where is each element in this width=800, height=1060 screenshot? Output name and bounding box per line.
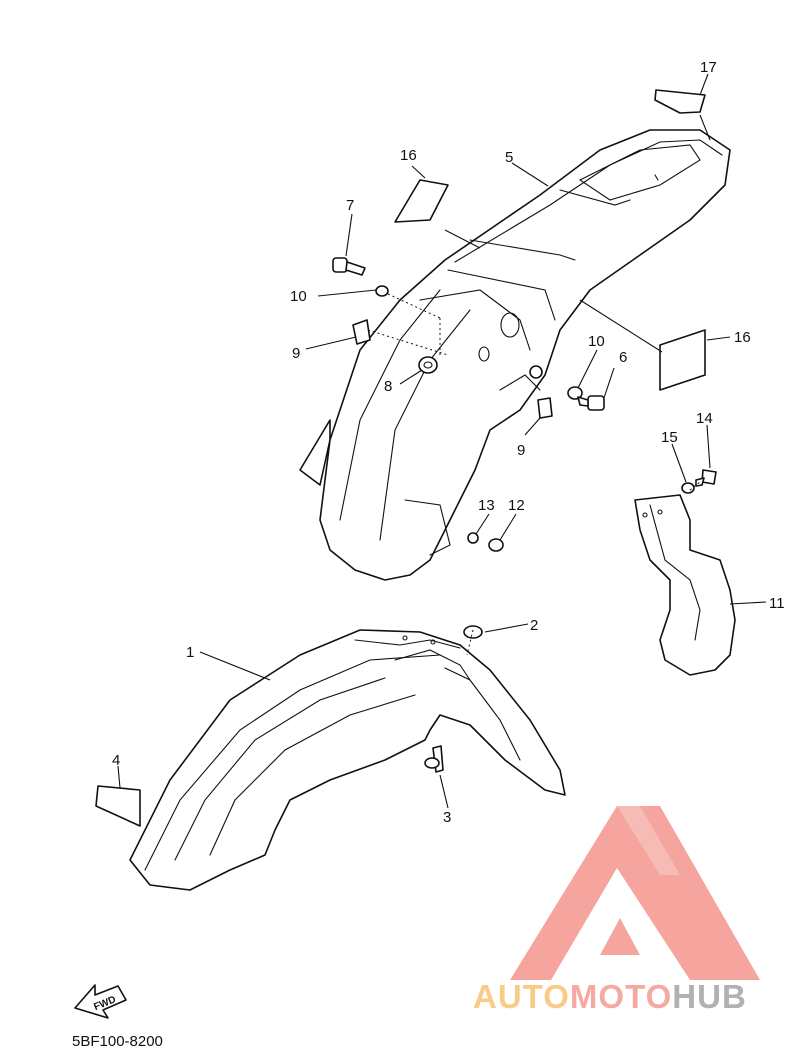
callout-8: 8 [384,378,392,395]
callout-5: 5 [505,149,513,166]
callout-10-left: 10 [290,288,307,305]
callout-15: 15 [661,429,678,446]
callout-6: 6 [619,349,627,366]
callout-16-right: 16 [734,329,751,346]
mud-flap [634,494,736,676]
callout-16-left: 16 [400,147,417,164]
watermark-logo: AUTOMOTOHUB [473,806,760,1015]
callout-11: 11 [769,595,785,612]
callout-9-left: 9 [292,345,300,362]
rear-fender [299,129,731,581]
svg-text:AUTOMOTOHUB: AUTOMOTOHUB [473,978,747,1015]
callout-9-right: 9 [517,442,525,459]
sticker-16-right [659,329,706,391]
logo-auto: AUTO [473,978,570,1015]
logo-moto: MOTO [570,978,672,1015]
sticker-17 [654,89,706,114]
alignment-lines [367,293,701,656]
callout-17: 17 [700,59,717,76]
callout-13: 13 [478,497,495,514]
leader-lines [117,73,767,809]
triangle-mark [510,806,760,980]
sticker-4 [95,785,141,827]
callout-1: 1 [186,644,194,661]
fwd-arrow: FWD [74,984,127,1019]
callout-14: 14 [696,410,713,427]
hardware [332,257,717,773]
callout-3: 3 [443,809,451,826]
callout-7: 7 [346,197,354,214]
diagram-code: 5BF100-8200 [72,1033,163,1050]
front-fender [129,629,566,891]
callout-10-right: 10 [588,333,605,350]
sticker-16-left [394,179,449,223]
callout-4: 4 [112,752,120,769]
callout-2: 2 [530,617,538,634]
logo-hub: HUB [672,978,747,1015]
callout-labels: 1 2 3 4 5 6 7 8 9 9 10 10 11 12 13 14 15… [112,59,785,826]
callout-12: 12 [508,497,525,514]
